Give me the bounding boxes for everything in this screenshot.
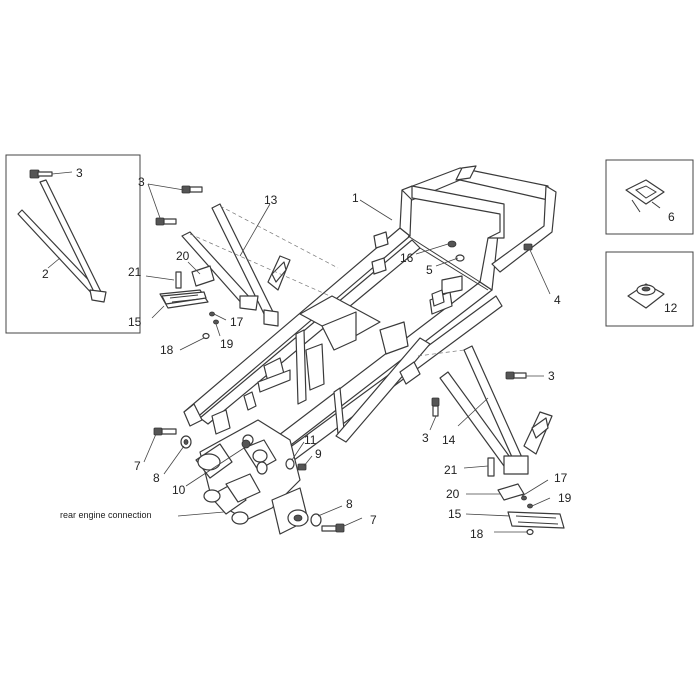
label-17-right: 17 [554,471,568,485]
bolt-icon [431,397,440,417]
left-footpeg-assembly [159,265,219,340]
inset-clip-6 [605,159,694,235]
label-20-left: 20 [176,249,190,263]
label-21-right: 21 [444,463,458,477]
nut-washer-hardware [447,240,533,262]
label-21-left: 21 [128,265,142,279]
bolt-icon [181,185,203,194]
label-19-right: 19 [558,491,572,505]
inset-left-stays [5,154,141,334]
label-10: 10 [172,483,186,497]
label-5: 5 [426,263,433,277]
left-footrest-stay [181,203,339,327]
label-1: 1 [352,191,359,205]
caption-rear-engine-connection: rear engine connection [60,510,152,520]
leader-lines [143,183,551,533]
label-2: 2 [42,267,49,281]
label-6: 6 [668,210,675,224]
label-17-left: 17 [230,315,244,329]
label-11: 11 [304,433,317,447]
label-15-right: 15 [448,507,462,521]
label-18-right: 18 [470,527,484,541]
label-7-right: 7 [370,513,377,527]
label-16: 16 [400,251,414,265]
label-19-left: 19 [220,337,234,351]
rear-engine-casting [195,419,309,535]
label-12: 12 [664,301,678,315]
label-9: 9 [315,447,322,461]
right-footrest-stay [417,345,553,475]
part-numbers: 1 2 3 3 3 3 4 5 6 7 7 8 8 9 10 11 12 13 … [42,166,678,541]
bolt-icon [505,371,527,380]
label-3-right: 3 [548,369,555,383]
inset-grommet-12 [605,251,694,327]
label-15-left: 15 [128,315,142,329]
label-3-inset: 3 [76,166,83,180]
label-8-right: 8 [346,497,353,511]
label-18-left: 18 [160,343,174,357]
label-14: 14 [442,433,456,447]
bolt-icon [29,169,53,179]
right-footpeg-assembly [487,457,565,536]
bolt-icon [155,217,177,226]
label-4: 4 [554,293,561,307]
label-8-left: 8 [153,471,160,485]
label-20-right: 20 [446,487,460,501]
front-bolt-hardware [153,427,345,533]
label-7-left: 7 [134,459,141,473]
rear-subframe [183,165,557,473]
label-3-lower: 3 [422,431,429,445]
label-3-left: 3 [138,175,145,189]
label-13: 13 [264,193,278,207]
